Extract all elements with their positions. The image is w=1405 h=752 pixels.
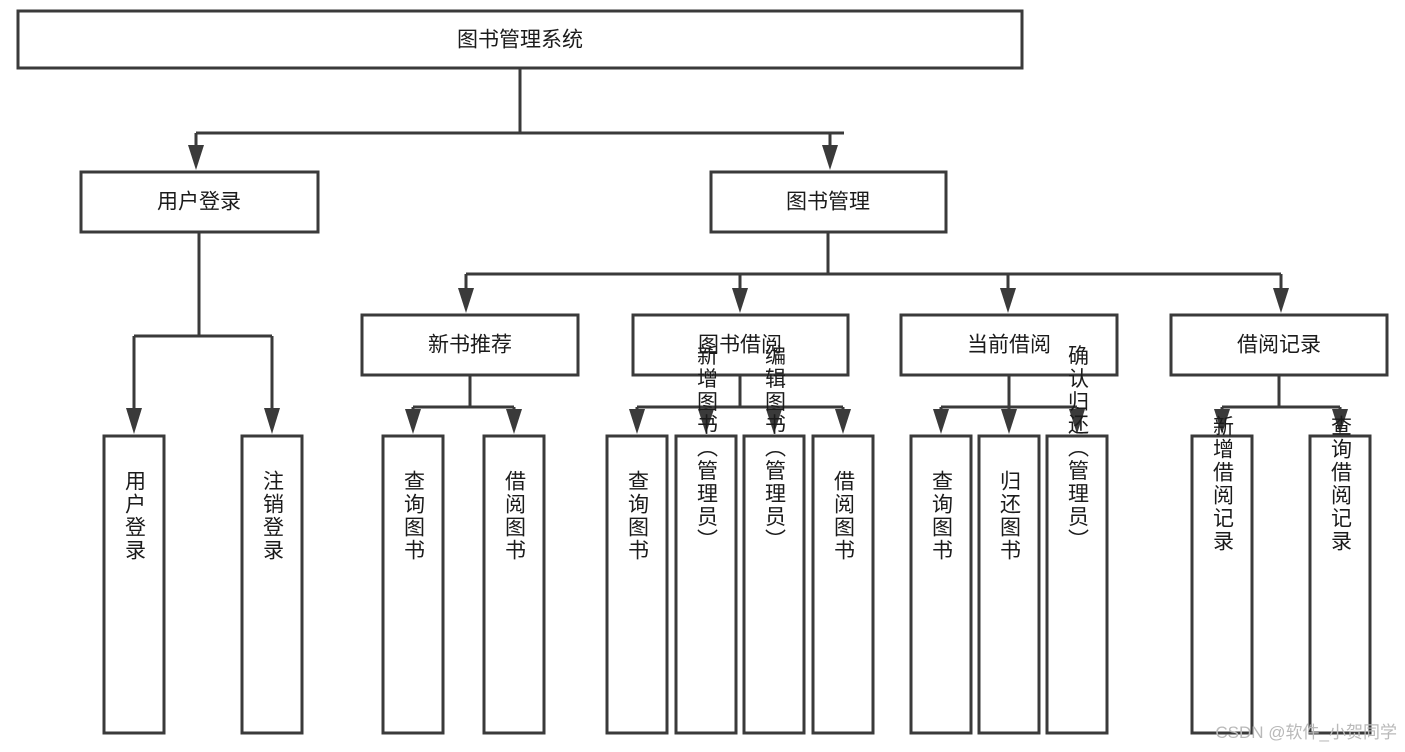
leaf-node-edit-book[interactable]: 编辑图书（管理员） bbox=[742, 345, 806, 735]
node-root[interactable]: 图书管理系统 bbox=[16, 9, 1024, 70]
connector-user-login-to-leaves bbox=[126, 232, 280, 434]
connector-current-borrow-to-leaves bbox=[933, 375, 1085, 434]
arrow-head-nbr-leaf-1 bbox=[405, 409, 421, 434]
connector-new-book-recommend-to-leaves bbox=[405, 375, 522, 434]
book-borrow-label: 图书借阅 bbox=[698, 334, 782, 357]
leaf-add-book-label: 新增图书（管理员） bbox=[695, 345, 719, 552]
arrow-head-leaf-user-login bbox=[126, 408, 142, 434]
arrow-head-book-borrow bbox=[732, 288, 748, 313]
node-new-book-recommend[interactable]: 新书推荐 bbox=[360, 313, 580, 377]
arrow-head-new-book-recommend bbox=[458, 288, 474, 313]
new-book-recommend-box[interactable] bbox=[360, 313, 580, 377]
arrow-head-bb-leaf-4 bbox=[835, 409, 851, 434]
arrow-head-book-management bbox=[822, 145, 838, 170]
leaf-node-borrow-book-2[interactable]: 借阅图书 bbox=[811, 434, 875, 735]
connector-book-management-to-level2 bbox=[458, 232, 1289, 313]
arrow-head-user-login bbox=[188, 145, 204, 170]
leaf-user-logout-label: 注销登录 bbox=[261, 470, 285, 562]
arrow-head-nbr-leaf-2 bbox=[506, 409, 522, 434]
arrow-head-cb-leaf-2 bbox=[1001, 409, 1017, 434]
leaf-query-record-label: 查询借阅记录 bbox=[1329, 415, 1353, 553]
leaf-query-record-box[interactable] bbox=[1308, 434, 1372, 735]
root-box[interactable] bbox=[16, 9, 1024, 70]
node-book-borrow[interactable]: 图书借阅 bbox=[631, 313, 850, 377]
arrow-head-br-leaf-1 bbox=[1214, 409, 1230, 434]
leaf-query-book-2-label: 查询图书 bbox=[626, 470, 650, 562]
leaf-query-book-3-label: 查询图书 bbox=[930, 470, 954, 562]
leaf-return-book-label: 归还图书 bbox=[998, 470, 1022, 562]
leaf-node-query-record[interactable]: 查询借阅记录 bbox=[1308, 415, 1372, 735]
leaf-borrow-book-1-label: 借阅图书 bbox=[503, 470, 527, 562]
root-label: 图书管理系统 bbox=[457, 29, 583, 52]
leaf-borrow-book-1-box[interactable] bbox=[482, 434, 546, 735]
new-book-recommend-label: 新书推荐 bbox=[428, 334, 512, 357]
leaf-user-login-box[interactable] bbox=[102, 434, 166, 735]
connector-book-borrow-to-leaves bbox=[629, 375, 851, 434]
node-book-management[interactable]: 图书管理 bbox=[709, 170, 948, 234]
arrow-head-bb-leaf-2 bbox=[698, 409, 714, 434]
node-current-borrow[interactable]: 当前借阅 bbox=[899, 313, 1119, 377]
leaf-query-book-1-label: 查询图书 bbox=[402, 470, 426, 562]
leaf-add-record-label: 新增借阅记录 bbox=[1211, 415, 1235, 553]
leaf-add-record-box[interactable] bbox=[1190, 434, 1254, 735]
leaf-add-book-box[interactable] bbox=[674, 434, 738, 735]
arrow-head-cb-leaf-3 bbox=[1069, 409, 1085, 434]
arrow-head-br-leaf-2 bbox=[1332, 409, 1348, 434]
leaf-node-query-book-1[interactable]: 查询图书 bbox=[381, 434, 445, 735]
leaf-node-query-book-3[interactable]: 查询图书 bbox=[909, 434, 973, 735]
leaf-node-return-book[interactable]: 归还图书 bbox=[977, 434, 1041, 735]
leaf-user-logout-box[interactable] bbox=[240, 434, 304, 735]
leaf-node-query-book-2[interactable]: 查询图书 bbox=[605, 434, 669, 735]
leaf-query-book-1-box[interactable] bbox=[381, 434, 445, 735]
leaf-node-add-record[interactable]: 新增借阅记录 bbox=[1190, 415, 1254, 735]
leaf-query-book-2-box[interactable] bbox=[605, 434, 669, 735]
leaf-node-add-book[interactable]: 新增图书（管理员） bbox=[674, 345, 738, 735]
leaf-node-user-login[interactable]: 用户登录 bbox=[102, 434, 166, 735]
user-login-label: 用户登录 bbox=[157, 191, 241, 214]
leaf-confirm-return-box[interactable] bbox=[1045, 434, 1109, 735]
leaf-node-user-logout[interactable]: 注销登录 bbox=[240, 434, 304, 735]
connector-borrow-record-to-leaves bbox=[1214, 375, 1348, 434]
book-management-label: 图书管理 bbox=[786, 191, 870, 214]
borrow-record-box[interactable] bbox=[1169, 313, 1389, 377]
leaf-query-book-3-box[interactable] bbox=[909, 434, 973, 735]
leaf-borrow-book-2-label: 借阅图书 bbox=[832, 470, 856, 562]
arrow-head-bb-leaf-3 bbox=[766, 409, 782, 434]
leaf-node-borrow-book-1[interactable]: 借阅图书 bbox=[482, 434, 546, 735]
arrow-head-bb-leaf-1 bbox=[629, 409, 645, 434]
current-borrow-box[interactable] bbox=[899, 313, 1119, 377]
connector-root-to-level1 bbox=[188, 68, 844, 170]
arrow-head-borrow-record bbox=[1273, 288, 1289, 313]
borrow-record-label: 借阅记录 bbox=[1237, 334, 1321, 357]
book-borrow-box[interactable] bbox=[631, 313, 850, 377]
node-borrow-record[interactable]: 借阅记录 bbox=[1169, 313, 1389, 377]
arrow-head-leaf-user-logout bbox=[264, 408, 280, 434]
leaf-return-book-box[interactable] bbox=[977, 434, 1041, 735]
arrow-head-current-borrow bbox=[1000, 288, 1016, 313]
leaf-user-login-label: 用户登录 bbox=[123, 470, 147, 562]
book-management-box[interactable] bbox=[709, 170, 948, 234]
leaf-edit-book-box[interactable] bbox=[742, 434, 806, 735]
leaf-edit-book-label: 编辑图书（管理员） bbox=[763, 345, 787, 552]
arrow-head-cb-leaf-1 bbox=[933, 409, 949, 434]
current-borrow-label: 当前借阅 bbox=[967, 334, 1051, 357]
node-user-login[interactable]: 用户登录 bbox=[79, 170, 320, 234]
leaf-node-confirm-return[interactable]: 确认归还（管理员） bbox=[1045, 345, 1109, 735]
leaf-confirm-return-label: 确认归还（管理员） bbox=[1066, 345, 1090, 552]
leaf-borrow-book-2-box[interactable] bbox=[811, 434, 875, 735]
